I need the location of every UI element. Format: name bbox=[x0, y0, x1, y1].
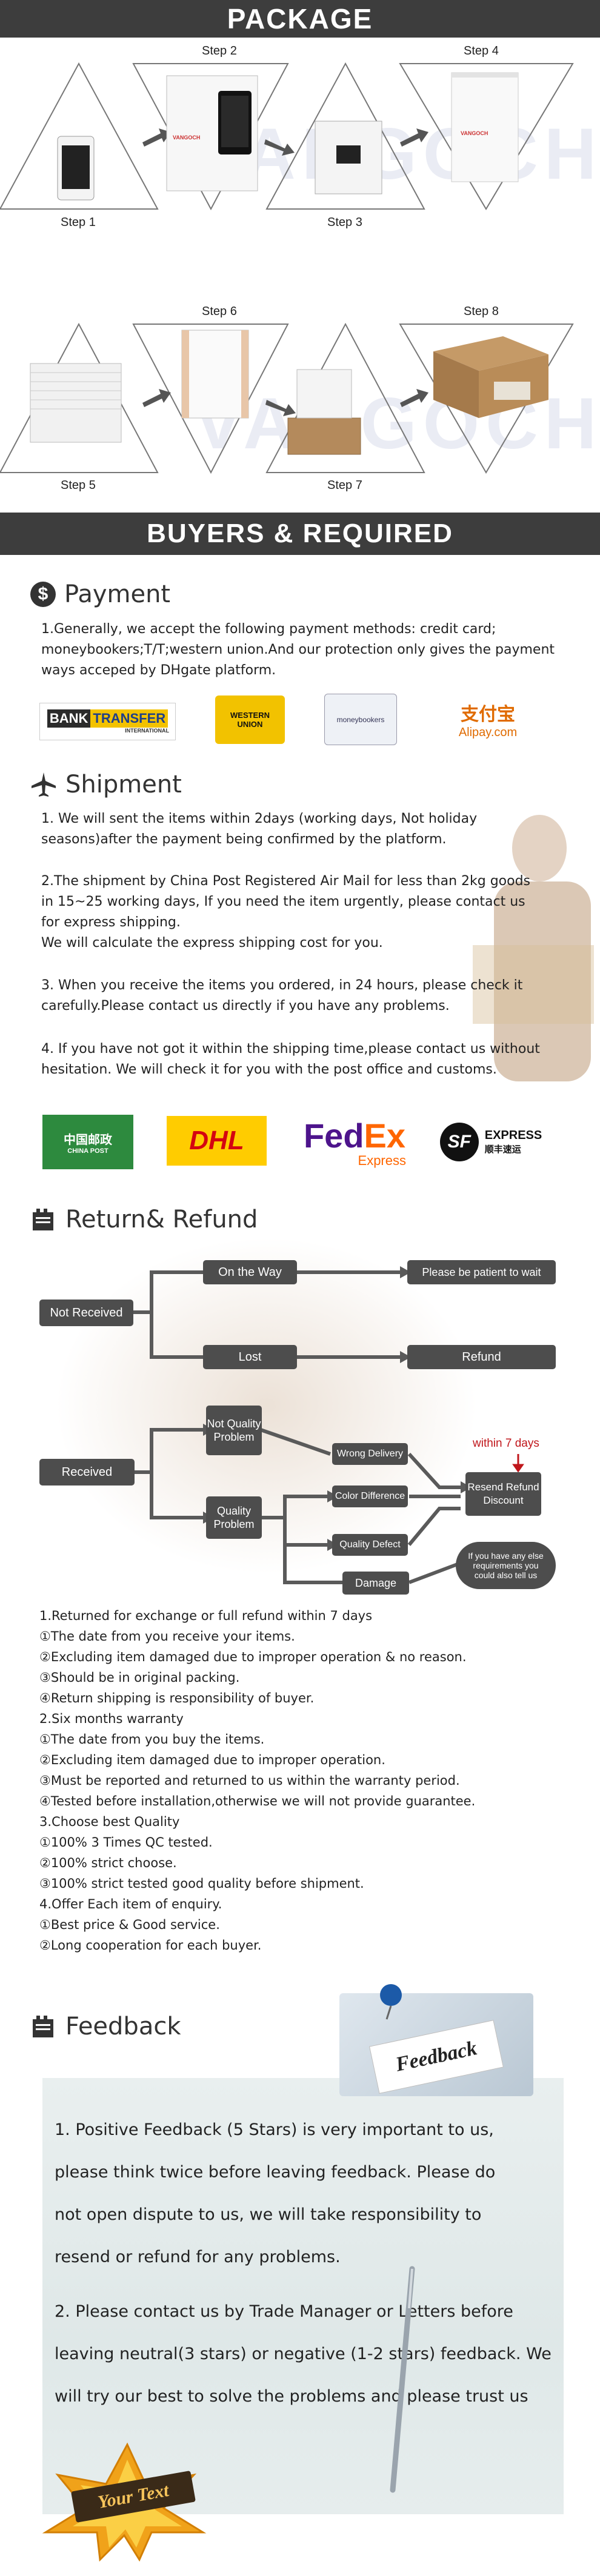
refund-terms-list: 1.Returned for exchange or full refund w… bbox=[39, 1605, 573, 1956]
node-color-difference: Color Difference bbox=[332, 1486, 408, 1507]
payment-title: Payment bbox=[64, 580, 171, 608]
shipment-p2: 2.The shipment by China Post Registered … bbox=[41, 874, 531, 930]
alipay-logo: 支付宝 Alipay.com bbox=[458, 705, 518, 739]
node-other-requirements: If you have any else requirements you co… bbox=[456, 1542, 556, 1589]
refund-list-item: 1.Returned for exchange or full refund w… bbox=[39, 1608, 373, 1623]
refund-list-item: ③100% strict tested good quality before … bbox=[39, 1876, 364, 1891]
node-wrong-delivery: Wrong Delivery bbox=[332, 1443, 408, 1465]
buyers-banner: BUYERS & REQUIRED bbox=[0, 513, 600, 555]
refund-list-item: ④Return shipping is responsibility of bu… bbox=[39, 1691, 315, 1705]
payment-heading: $ Payment bbox=[30, 580, 170, 608]
node-damage: Damage bbox=[342, 1572, 409, 1595]
node-not-received: Not Received bbox=[39, 1300, 133, 1326]
airplane-icon bbox=[32, 772, 56, 797]
refund-list-item: ④Tested before installation,otherwise we… bbox=[39, 1794, 476, 1808]
refund-list-item: ③Should be in original packing. bbox=[39, 1670, 240, 1685]
refund-list-item: ①The date from you receive your items. bbox=[39, 1629, 295, 1644]
step-3-label: Step 3 bbox=[327, 216, 362, 229]
refund-list-item: 3.Choose best Quality bbox=[39, 1814, 180, 1829]
step-4-box-brand: VANGOCH bbox=[461, 130, 488, 136]
refund-flow-connectors bbox=[133, 1266, 524, 1584]
shipment-title: Shipment bbox=[65, 771, 182, 798]
refund-list-item: ①The date from you buy the items. bbox=[39, 1732, 265, 1747]
return-icon bbox=[33, 1209, 53, 1230]
payment-text: 1.Generally, we accept the following pay… bbox=[41, 622, 555, 678]
pen-icon bbox=[390, 2266, 415, 2493]
refund-list-item: ②Excluding item damaged due to improper … bbox=[39, 1753, 385, 1767]
refund-list-item: ②100% strict choose. bbox=[39, 1856, 177, 1870]
refund-heading: Return& Refund bbox=[30, 1206, 258, 1233]
node-not-quality: Not Quality Problem bbox=[206, 1406, 262, 1455]
refund-list-item: ①Best price & Good service. bbox=[39, 1917, 220, 1932]
step-1-label: Step 1 bbox=[61, 216, 96, 229]
watermark-top: VANGOCH bbox=[194, 113, 600, 194]
node-quality: Quality Problem bbox=[206, 1496, 262, 1539]
refund-list-item: ②Excluding item damaged due to improper … bbox=[39, 1650, 467, 1664]
feedback-line-6: leaving neutral(3 stars) or negative (1-… bbox=[55, 2345, 552, 2363]
feedback-line-1: 1. Positive Feedback (5 Stars) is very i… bbox=[55, 2120, 494, 2139]
feedback-line-4: resend or refund for any problems. bbox=[55, 2248, 341, 2266]
feedback-heading: Feedback bbox=[30, 2013, 181, 2040]
within-7-days-label: within 7 days bbox=[473, 1437, 539, 1450]
shipment-heading: Shipment bbox=[30, 771, 182, 798]
refund-title: Return& Refund bbox=[65, 1206, 258, 1233]
feedback-line-5: 2. Please contact us by Trade Manager or… bbox=[55, 2302, 513, 2321]
step-8-label: Step 8 bbox=[464, 305, 499, 318]
step-5-label: Step 5 bbox=[61, 479, 96, 492]
shipment-p2b: We will calculate the express shipping c… bbox=[41, 935, 383, 951]
fedex-logo: FedEx Express bbox=[303, 1116, 406, 1168]
node-quality-defect: Quality Defect bbox=[332, 1534, 408, 1556]
moneybookers-logo: moneybookers bbox=[324, 694, 397, 745]
node-be-patient: Please be patient to wait bbox=[407, 1260, 556, 1284]
shipment-p4: 4. If you have not got it within the shi… bbox=[41, 1041, 540, 1077]
feedback-line-3: not open dispute to us, we will take res… bbox=[55, 2205, 482, 2224]
pushpin-icon bbox=[380, 1984, 402, 2020]
sf-express-logo: SF EXPRESS 顺丰速运 bbox=[433, 1118, 548, 1166]
step-2-box-brand: VANGOCH bbox=[173, 134, 201, 141]
package-banner: PACKAGE bbox=[0, 0, 600, 38]
node-refund: Refund bbox=[407, 1345, 556, 1369]
step-7-label: Step 7 bbox=[327, 479, 362, 492]
dhl-logo: DHL bbox=[167, 1116, 267, 1166]
feedback-line-2: please think twice before leaving feedba… bbox=[55, 2163, 496, 2182]
dollar-icon: $ bbox=[30, 582, 56, 607]
step-2-label: Step 2 bbox=[202, 44, 237, 58]
node-resend: Resend Refund Discount bbox=[465, 1472, 541, 1516]
refund-list-item: 4.Offer Each item of enquiry. bbox=[39, 1897, 222, 1911]
node-received: Received bbox=[39, 1459, 135, 1486]
feedback-icon bbox=[33, 2016, 53, 2037]
bank-transfer-logo: BANK TRANSFER INTERNATIONAL bbox=[39, 703, 176, 740]
courier-figure bbox=[473, 815, 594, 1081]
china-post-logo: 中国邮政 CHINA POST bbox=[42, 1115, 133, 1169]
refund-list-item: ①100% 3 Times QC tested. bbox=[39, 1835, 213, 1850]
node-lost: Lost bbox=[203, 1345, 297, 1369]
shipment-p1: 1. We will sent the items within 2days (… bbox=[41, 811, 478, 847]
feedback-title: Feedback bbox=[65, 2013, 181, 2040]
package-triangles bbox=[0, 62, 574, 474]
feedback-panel bbox=[42, 2078, 564, 2514]
shipment-p3: 3. When you receive the items you ordere… bbox=[41, 978, 523, 1014]
feedback-line-7: will try our best to solve the problems … bbox=[55, 2387, 528, 2406]
step-6-label: Step 6 bbox=[202, 305, 237, 318]
refund-list-item: 2.Six months warranty bbox=[39, 1711, 184, 1726]
step-4-label: Step 4 bbox=[464, 44, 499, 58]
refund-list-item: ③Must be reported and returned to us wit… bbox=[39, 1773, 460, 1788]
refund-list-item: ②Long cooperation for each buyer. bbox=[39, 1938, 262, 1953]
node-on-the-way: On the Way bbox=[203, 1260, 297, 1284]
